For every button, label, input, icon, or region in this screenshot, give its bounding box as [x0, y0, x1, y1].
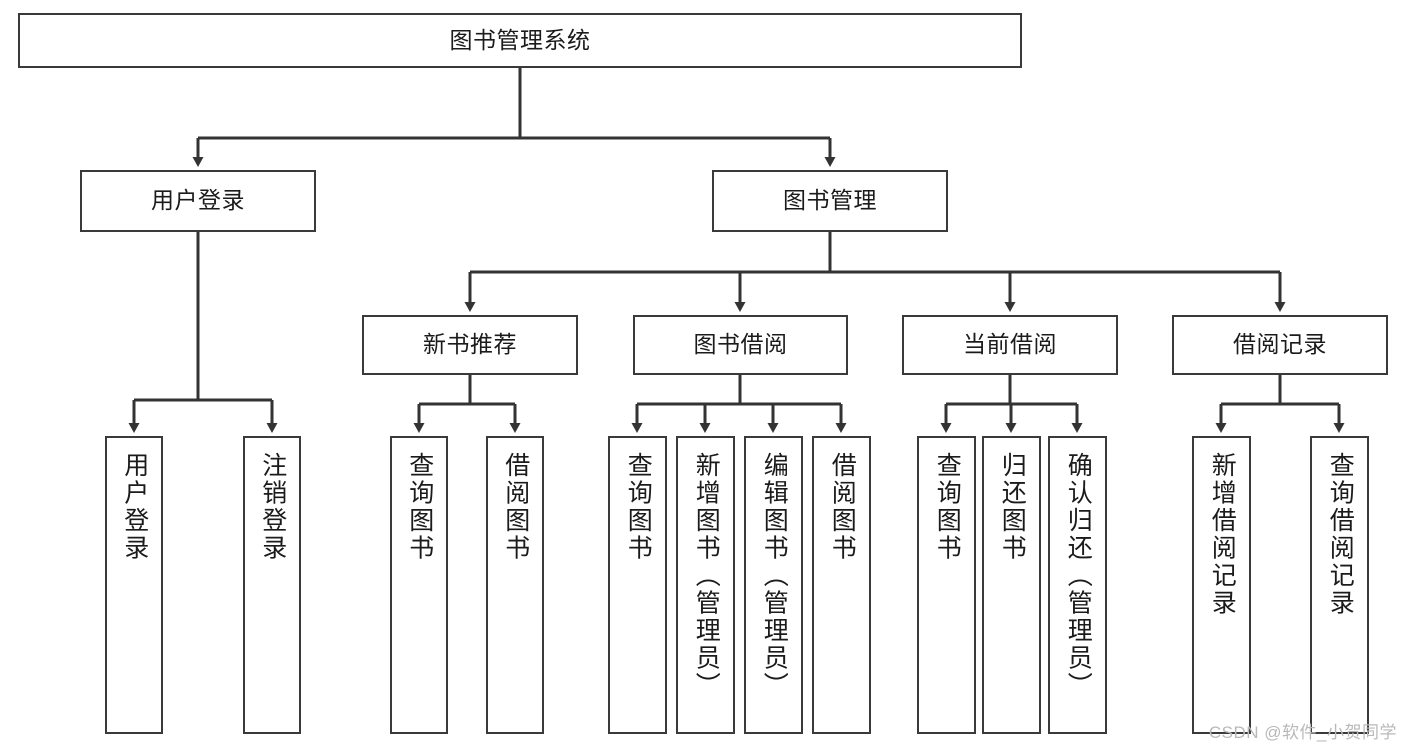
node-book-borrow-label: 图书借阅	[693, 331, 788, 358]
leaf-logout-label: 注销登录	[258, 452, 287, 562]
leaf-edit-book[interactable]: 编辑图书（管理员）	[744, 436, 803, 734]
leaf-return-book[interactable]: 归还图书	[982, 436, 1041, 734]
leaf-confirm-return-label: 确认归还（管理员）	[1064, 452, 1093, 700]
node-current-borrow-label: 当前借阅	[963, 331, 1057, 358]
leaf-query-book-2-label: 查询图书	[624, 452, 653, 562]
leaf-query-book-3-label: 查询图书	[933, 452, 962, 562]
leaf-query-book-1[interactable]: 查询图书	[390, 436, 448, 734]
node-root[interactable]: 图书管理系统	[18, 13, 1022, 68]
leaf-add-record[interactable]: 新增借阅记录	[1192, 436, 1251, 734]
leaf-add-book-label: 新增图书（管理员）	[692, 452, 721, 700]
leaf-user-login[interactable]: 用户登录	[105, 436, 163, 734]
node-new-book-recommend-label: 新书推荐	[423, 331, 517, 358]
leaf-query-book-1-label: 查询图书	[405, 452, 434, 562]
node-book-manage[interactable]: 图书管理	[712, 170, 948, 232]
leaf-query-record-label: 查询借阅记录	[1326, 452, 1355, 617]
watermark: CSDN @软件_小贺同学	[1208, 723, 1397, 742]
leaf-query-book-3[interactable]: 查询图书	[917, 436, 976, 734]
leaf-borrow-book-2[interactable]: 借阅图书	[812, 436, 871, 734]
node-book-manage-label: 图书管理	[783, 187, 877, 214]
leaf-query-record[interactable]: 查询借阅记录	[1310, 436, 1369, 734]
node-root-label: 图书管理系统	[449, 26, 591, 53]
leaf-logout[interactable]: 注销登录	[243, 436, 301, 734]
leaf-query-book-2[interactable]: 查询图书	[608, 436, 667, 734]
node-user-login[interactable]: 用户登录	[80, 170, 316, 232]
node-borrow-record[interactable]: 借阅记录	[1172, 315, 1388, 375]
leaf-edit-book-label: 编辑图书（管理员）	[760, 452, 789, 700]
leaf-borrow-book-2-label: 借阅图书	[828, 452, 857, 562]
leaf-confirm-return[interactable]: 确认归还（管理员）	[1048, 436, 1107, 734]
node-user-login-label: 用户登录	[151, 187, 245, 214]
leaf-return-book-label: 归还图书	[998, 452, 1027, 562]
leaf-add-book[interactable]: 新增图书（管理员）	[676, 436, 735, 734]
node-borrow-record-label: 借阅记录	[1233, 331, 1327, 358]
node-book-borrow[interactable]: 图书借阅	[633, 315, 848, 375]
node-current-borrow[interactable]: 当前借阅	[902, 315, 1118, 375]
leaf-add-record-label: 新增借阅记录	[1208, 452, 1237, 617]
leaf-borrow-book-1-label: 借阅图书	[501, 452, 530, 562]
leaf-user-login-label: 用户登录	[120, 452, 149, 562]
leaf-borrow-book-1[interactable]: 借阅图书	[486, 436, 544, 734]
node-new-book-recommend[interactable]: 新书推荐	[362, 315, 578, 375]
